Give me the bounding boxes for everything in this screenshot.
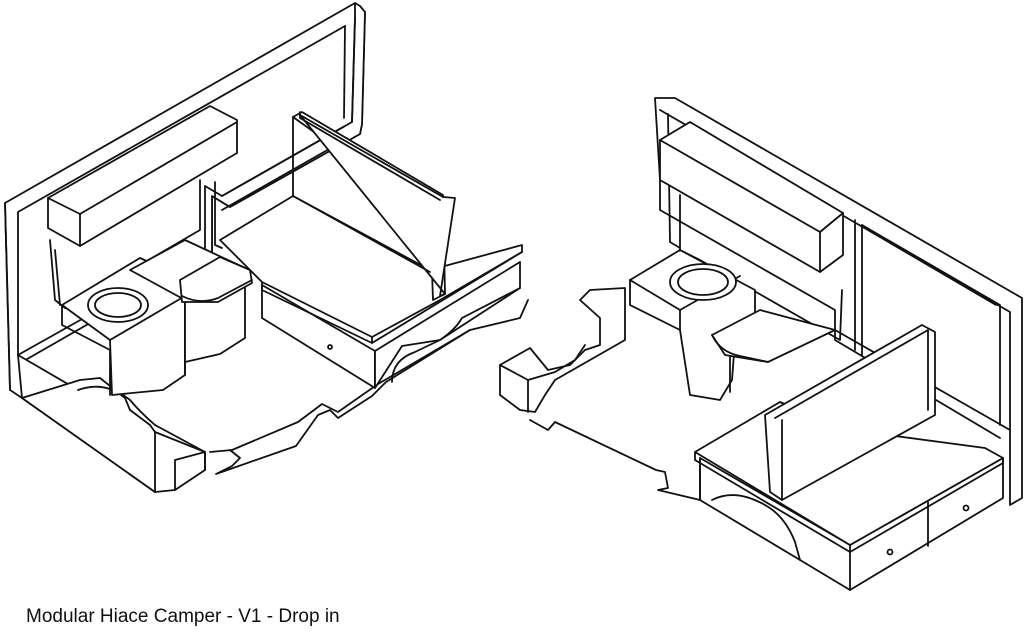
left-upper-cabinet [48, 106, 237, 246]
drawing-caption: Modular Hiace Camper - V1 - Drop in [26, 606, 340, 627]
left-toilet-bowl-inner [95, 293, 141, 317]
right-floor-step [500, 288, 625, 412]
right-drawer-knob-1 [888, 550, 893, 555]
left-drawer-knob [328, 345, 332, 349]
left-seat-backrest [293, 112, 455, 300]
right-drawer-knob-2 [964, 506, 969, 511]
right-view-drawing [500, 98, 1022, 590]
left-floor-step [18, 355, 205, 492]
left-seat-base [262, 262, 520, 388]
right-floor-outline [530, 420, 700, 500]
left-view-drawing [5, 3, 528, 492]
right-seat-backrest [765, 325, 935, 500]
right-toilet-bowl-inner [678, 269, 728, 295]
right-side-table [712, 310, 835, 392]
right-toilet-unit [630, 250, 755, 400]
left-side-table-cabinet [130, 240, 252, 362]
right-upper-cabinet [660, 122, 843, 272]
